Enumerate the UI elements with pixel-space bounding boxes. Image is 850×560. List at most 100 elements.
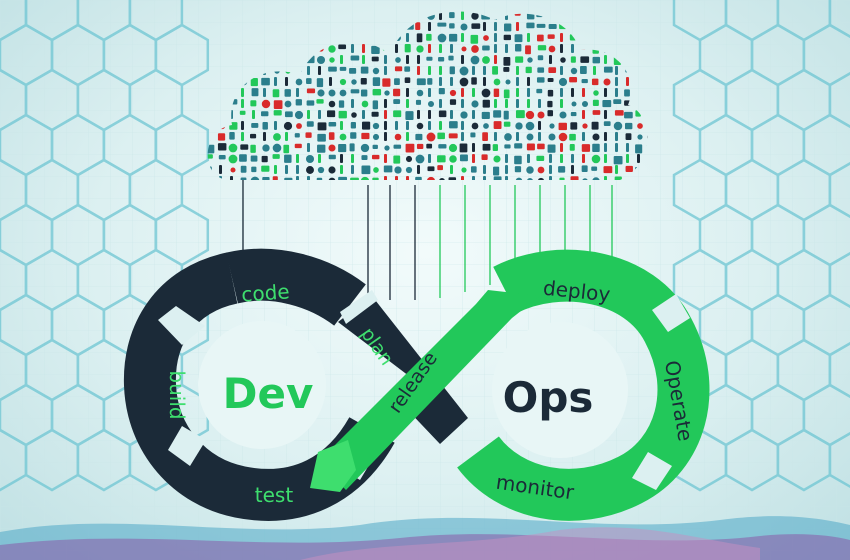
device-icon <box>626 154 629 163</box>
device-icon <box>340 165 343 174</box>
device-icon <box>296 154 299 163</box>
device-icon <box>604 166 613 173</box>
device-icon <box>263 132 266 141</box>
device-icon <box>449 12 454 18</box>
device-icon <box>406 55 409 64</box>
device-icon <box>449 155 457 163</box>
stage-label-code: code <box>241 279 291 306</box>
device-icon <box>559 111 566 118</box>
device-icon <box>527 154 530 163</box>
device-icon <box>603 78 610 85</box>
device-icon <box>537 67 544 72</box>
device-icon <box>580 66 587 74</box>
device-icon <box>549 24 557 29</box>
device-icon <box>571 68 577 74</box>
device-icon <box>593 90 599 96</box>
device-icon <box>472 88 475 97</box>
device-icon <box>537 144 545 150</box>
device-icon <box>624 89 630 96</box>
device-icon <box>626 133 632 140</box>
device-icon <box>503 67 509 72</box>
device-icon <box>229 144 238 153</box>
device-icon <box>317 134 326 142</box>
device-icon <box>417 165 420 174</box>
device-icon <box>482 112 490 119</box>
device-icon <box>350 143 355 151</box>
device-icon <box>274 77 277 86</box>
device-icon <box>580 56 589 62</box>
device-icon <box>261 111 268 116</box>
device-icon <box>604 132 607 141</box>
device-icon <box>427 78 432 85</box>
device-icon <box>471 56 480 65</box>
device-icon <box>505 79 510 84</box>
device-icon <box>405 111 413 120</box>
device-icon <box>450 99 456 105</box>
device-icon <box>471 35 479 44</box>
device-icon <box>492 66 498 75</box>
device-icon <box>329 155 336 159</box>
device-icon <box>569 134 576 141</box>
device-icon <box>251 123 258 128</box>
device-icon <box>450 77 453 86</box>
device-icon <box>251 156 258 162</box>
device-icon <box>373 134 379 140</box>
device-icon <box>494 89 499 97</box>
device-icon <box>569 77 577 82</box>
device-icon <box>241 132 244 141</box>
device-icon <box>604 154 607 163</box>
device-icon <box>285 89 291 97</box>
device-icon <box>516 66 519 75</box>
device-icon <box>602 100 611 107</box>
device-icon <box>483 35 489 41</box>
device-icon <box>439 77 442 86</box>
device-icon <box>482 154 488 160</box>
device-icon <box>439 88 445 94</box>
device-icon <box>218 143 226 150</box>
device-icon <box>494 55 497 64</box>
device-icon <box>284 122 292 130</box>
device-icon <box>406 33 409 42</box>
device-icon <box>514 156 522 164</box>
device-icon <box>241 88 244 97</box>
device-icon <box>538 45 546 50</box>
device-icon <box>283 145 289 153</box>
device-icon <box>340 90 347 97</box>
device-icon <box>593 100 599 106</box>
device-icon <box>218 133 225 140</box>
device-icon <box>351 154 354 163</box>
device-icon <box>426 34 431 41</box>
device-icon <box>417 55 420 64</box>
device-icon <box>395 121 398 130</box>
device-icon <box>526 111 534 119</box>
device-icon <box>384 154 387 163</box>
device-icon <box>482 46 490 51</box>
device-icon <box>448 56 453 61</box>
device-icon <box>516 99 519 108</box>
device-icon <box>329 77 332 86</box>
device-icon <box>416 100 421 105</box>
device-icon <box>439 99 442 108</box>
device-icon <box>504 111 509 120</box>
device-icon <box>604 110 607 119</box>
device-icon <box>230 167 235 172</box>
device-icon <box>250 145 255 153</box>
device-icon <box>406 144 415 153</box>
device-icon <box>307 88 315 93</box>
device-icon <box>439 110 446 117</box>
device-icon <box>625 123 632 129</box>
device-icon <box>361 155 367 160</box>
device-icon <box>460 67 469 76</box>
device-icon <box>274 100 283 109</box>
device-icon <box>582 101 588 107</box>
device-icon <box>361 144 369 152</box>
device-icon <box>317 56 325 64</box>
device-icon <box>604 67 613 73</box>
device-icon <box>516 22 519 31</box>
device-icon <box>560 33 563 42</box>
device-icon <box>571 56 576 62</box>
device-icon <box>306 78 312 84</box>
device-icon <box>262 100 270 108</box>
device-icon <box>340 121 343 130</box>
device-icon <box>340 67 347 71</box>
